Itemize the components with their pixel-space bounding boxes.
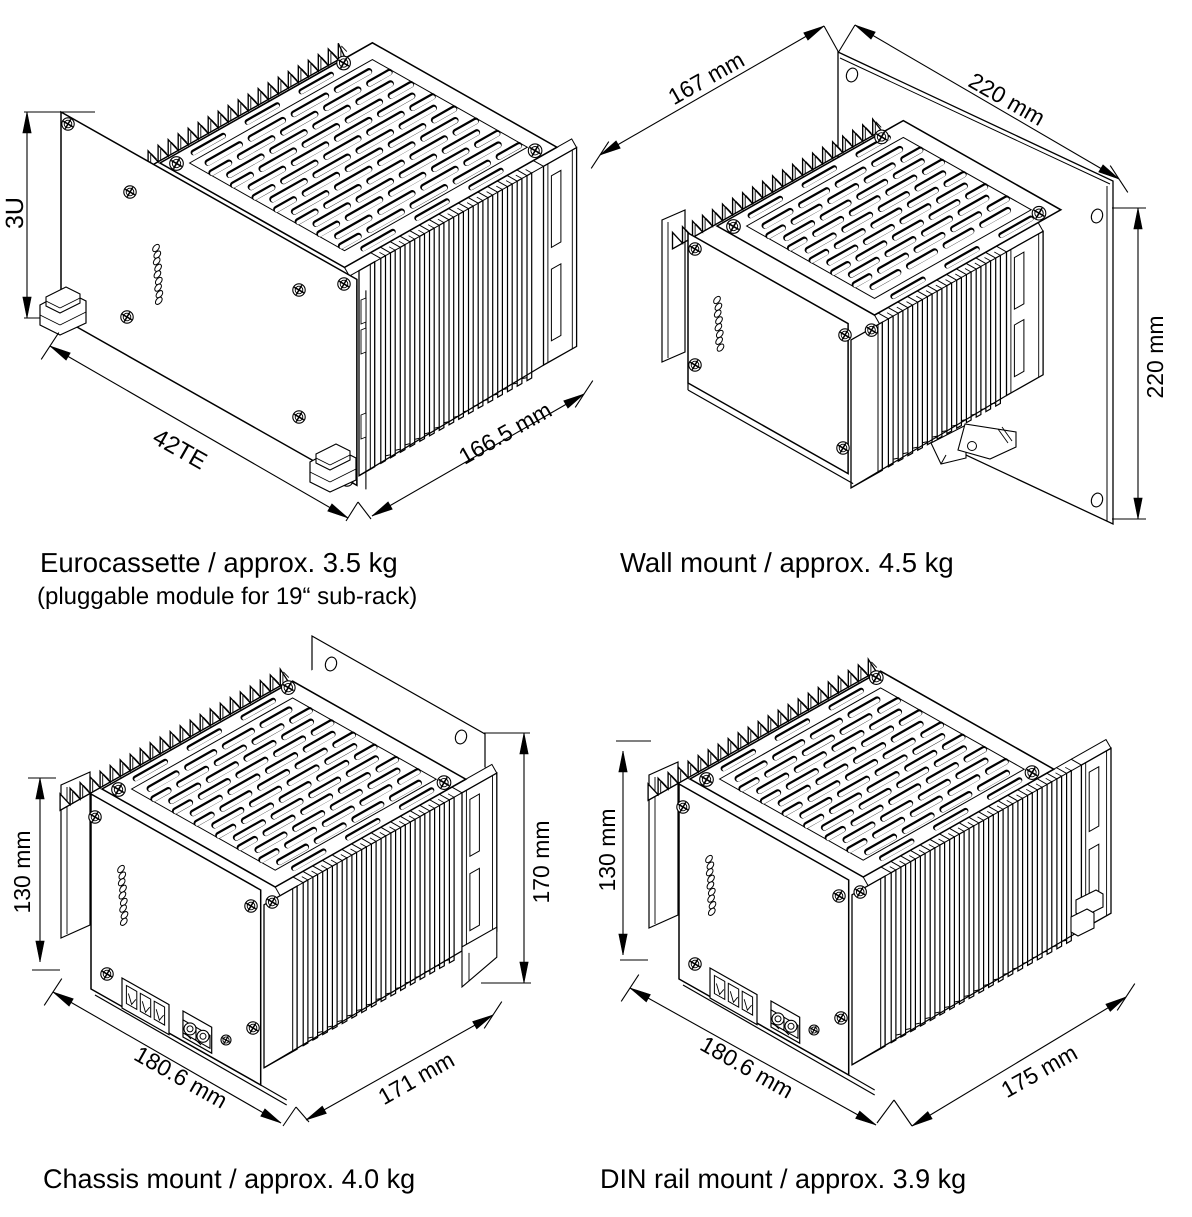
svg-text:Eurocassette / approx. 3.5 kg: Eurocassette / approx. 3.5 kg — [40, 547, 398, 578]
svg-text:130 mm: 130 mm — [594, 808, 620, 891]
svg-text:130 mm: 130 mm — [9, 830, 35, 913]
svg-text:220 mm: 220 mm — [1142, 315, 1168, 398]
svg-text:Chassis mount / approx. 4.0 kg: Chassis mount / approx. 4.0 kg — [43, 1164, 415, 1194]
svg-text:170 mm: 170 mm — [528, 820, 554, 903]
svg-text:(pluggable module for 19“ sub-: (pluggable module for 19“ sub-rack) — [37, 583, 417, 610]
svg-text:3U: 3U — [1, 197, 29, 229]
svg-text:DIN rail mount / approx. 3.9 k: DIN rail mount / approx. 3.9 kg — [600, 1164, 966, 1194]
svg-text:Wall mount / approx. 4.5 kg: Wall mount / approx. 4.5 kg — [620, 547, 954, 578]
